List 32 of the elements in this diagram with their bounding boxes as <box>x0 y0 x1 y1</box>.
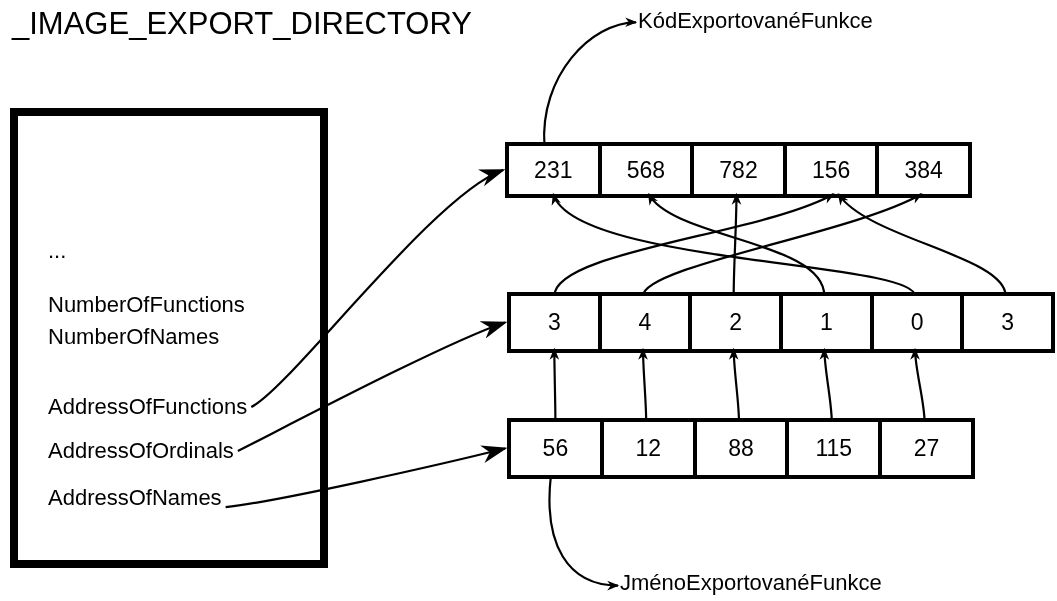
array-cell: 88 <box>692 422 786 475</box>
function-label: JménoExportovanéFunkce <box>620 570 882 596</box>
arrow <box>225 444 507 509</box>
array-cell: 12 <box>599 422 693 475</box>
array-cell: 1 <box>779 296 870 349</box>
array-cell: 4 <box>597 296 689 349</box>
array-cell: 156 <box>782 146 876 194</box>
field-name: AddressOfNames <box>48 485 222 511</box>
array-cell: 568 <box>597 146 691 194</box>
field-name: AddressOfFunctions <box>48 394 248 420</box>
array-cell: 384 <box>875 146 968 194</box>
array-cell: 27 <box>878 422 971 475</box>
array-cell: 2 <box>688 296 779 349</box>
array-box <box>507 418 975 479</box>
array-cell: 231 <box>509 146 598 194</box>
field-name: NumberOfNames <box>48 324 220 350</box>
field-name: ... <box>48 238 67 264</box>
array-box <box>505 142 972 198</box>
array-cell: 3 <box>960 296 1052 349</box>
field-name: NumberOfFunctions <box>48 292 245 318</box>
array-cell: 782 <box>690 146 783 194</box>
arrow <box>237 320 507 452</box>
array-cell: 115 <box>785 422 879 475</box>
struct-box <box>10 108 328 568</box>
array-cell: 0 <box>869 296 961 349</box>
field-name: AddressOfOrdinals <box>48 438 234 464</box>
array-cell: 56 <box>511 422 600 475</box>
array-cell: 3 <box>511 296 598 349</box>
diagram-title: _IMAGE_EXPORT_DIRECTORY <box>12 6 472 42</box>
function-label: KódExportovanéFunkce <box>638 8 873 34</box>
array-box <box>507 292 1055 353</box>
arrow <box>250 169 505 408</box>
